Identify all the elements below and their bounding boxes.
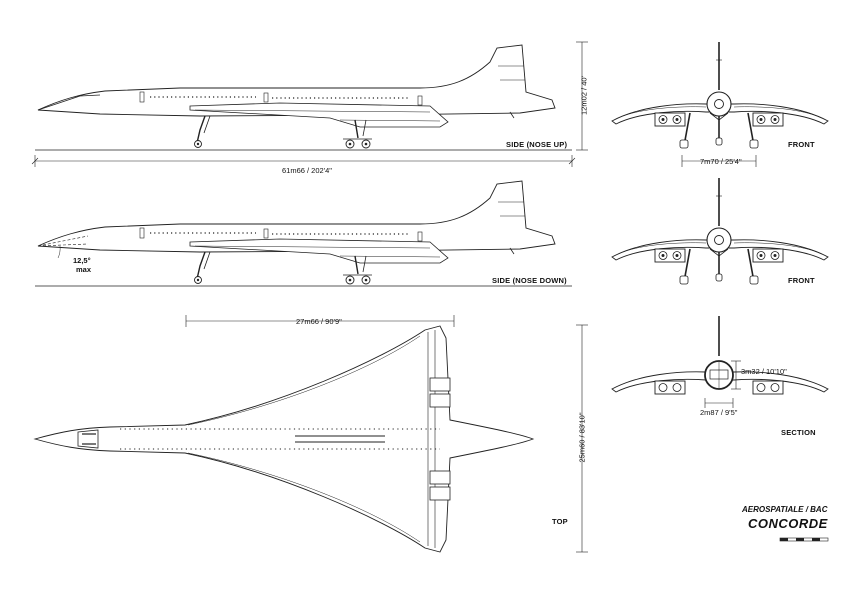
front-view-1 [611, 41, 829, 149]
side-view-nose-up [35, 44, 572, 151]
height-dimension-line [576, 41, 588, 151]
side-nose-up-label: SIDE (NOSE UP) [506, 140, 568, 149]
front-view-2 [611, 177, 829, 285]
maker-title: AEROSPATIALE / BAC [742, 505, 828, 514]
length-dimension: 61m66 / 202'4" [282, 166, 332, 175]
side-view-nose-down [35, 180, 572, 287]
wingspan-dimension: 27m66 / 90'9" [296, 317, 342, 326]
front-label-1: FRONT [788, 140, 815, 149]
length-dimension-line [31, 155, 576, 167]
top-length-dimension: 25m60 / 83'10" [577, 412, 587, 463]
section-height-dimension: 3m32 / 10'10" [741, 367, 787, 376]
section-width-dimension: 2m87 / 9'5" [700, 408, 738, 417]
nose-angle-note: max [76, 265, 92, 274]
top-view [33, 325, 535, 553]
top-length-dimension-line [576, 324, 588, 553]
section-view [611, 316, 829, 408]
wingspan-dimension-line [185, 315, 455, 327]
side-nose-down-label: SIDE (NOSE DOWN) [492, 276, 567, 285]
height-dimension: 12m02 / 40' [579, 76, 589, 115]
nose-angle: 12,5° [73, 256, 91, 265]
aircraft-title: CONCORDE [748, 516, 828, 531]
top-label: TOP [552, 517, 568, 526]
scale-bar [779, 537, 829, 542]
front-label-2: FRONT [788, 276, 815, 285]
section-label: SECTION [781, 428, 816, 437]
track-dimension-line [681, 155, 757, 167]
track-dimension: 7m70 / 25'4" [700, 157, 742, 166]
